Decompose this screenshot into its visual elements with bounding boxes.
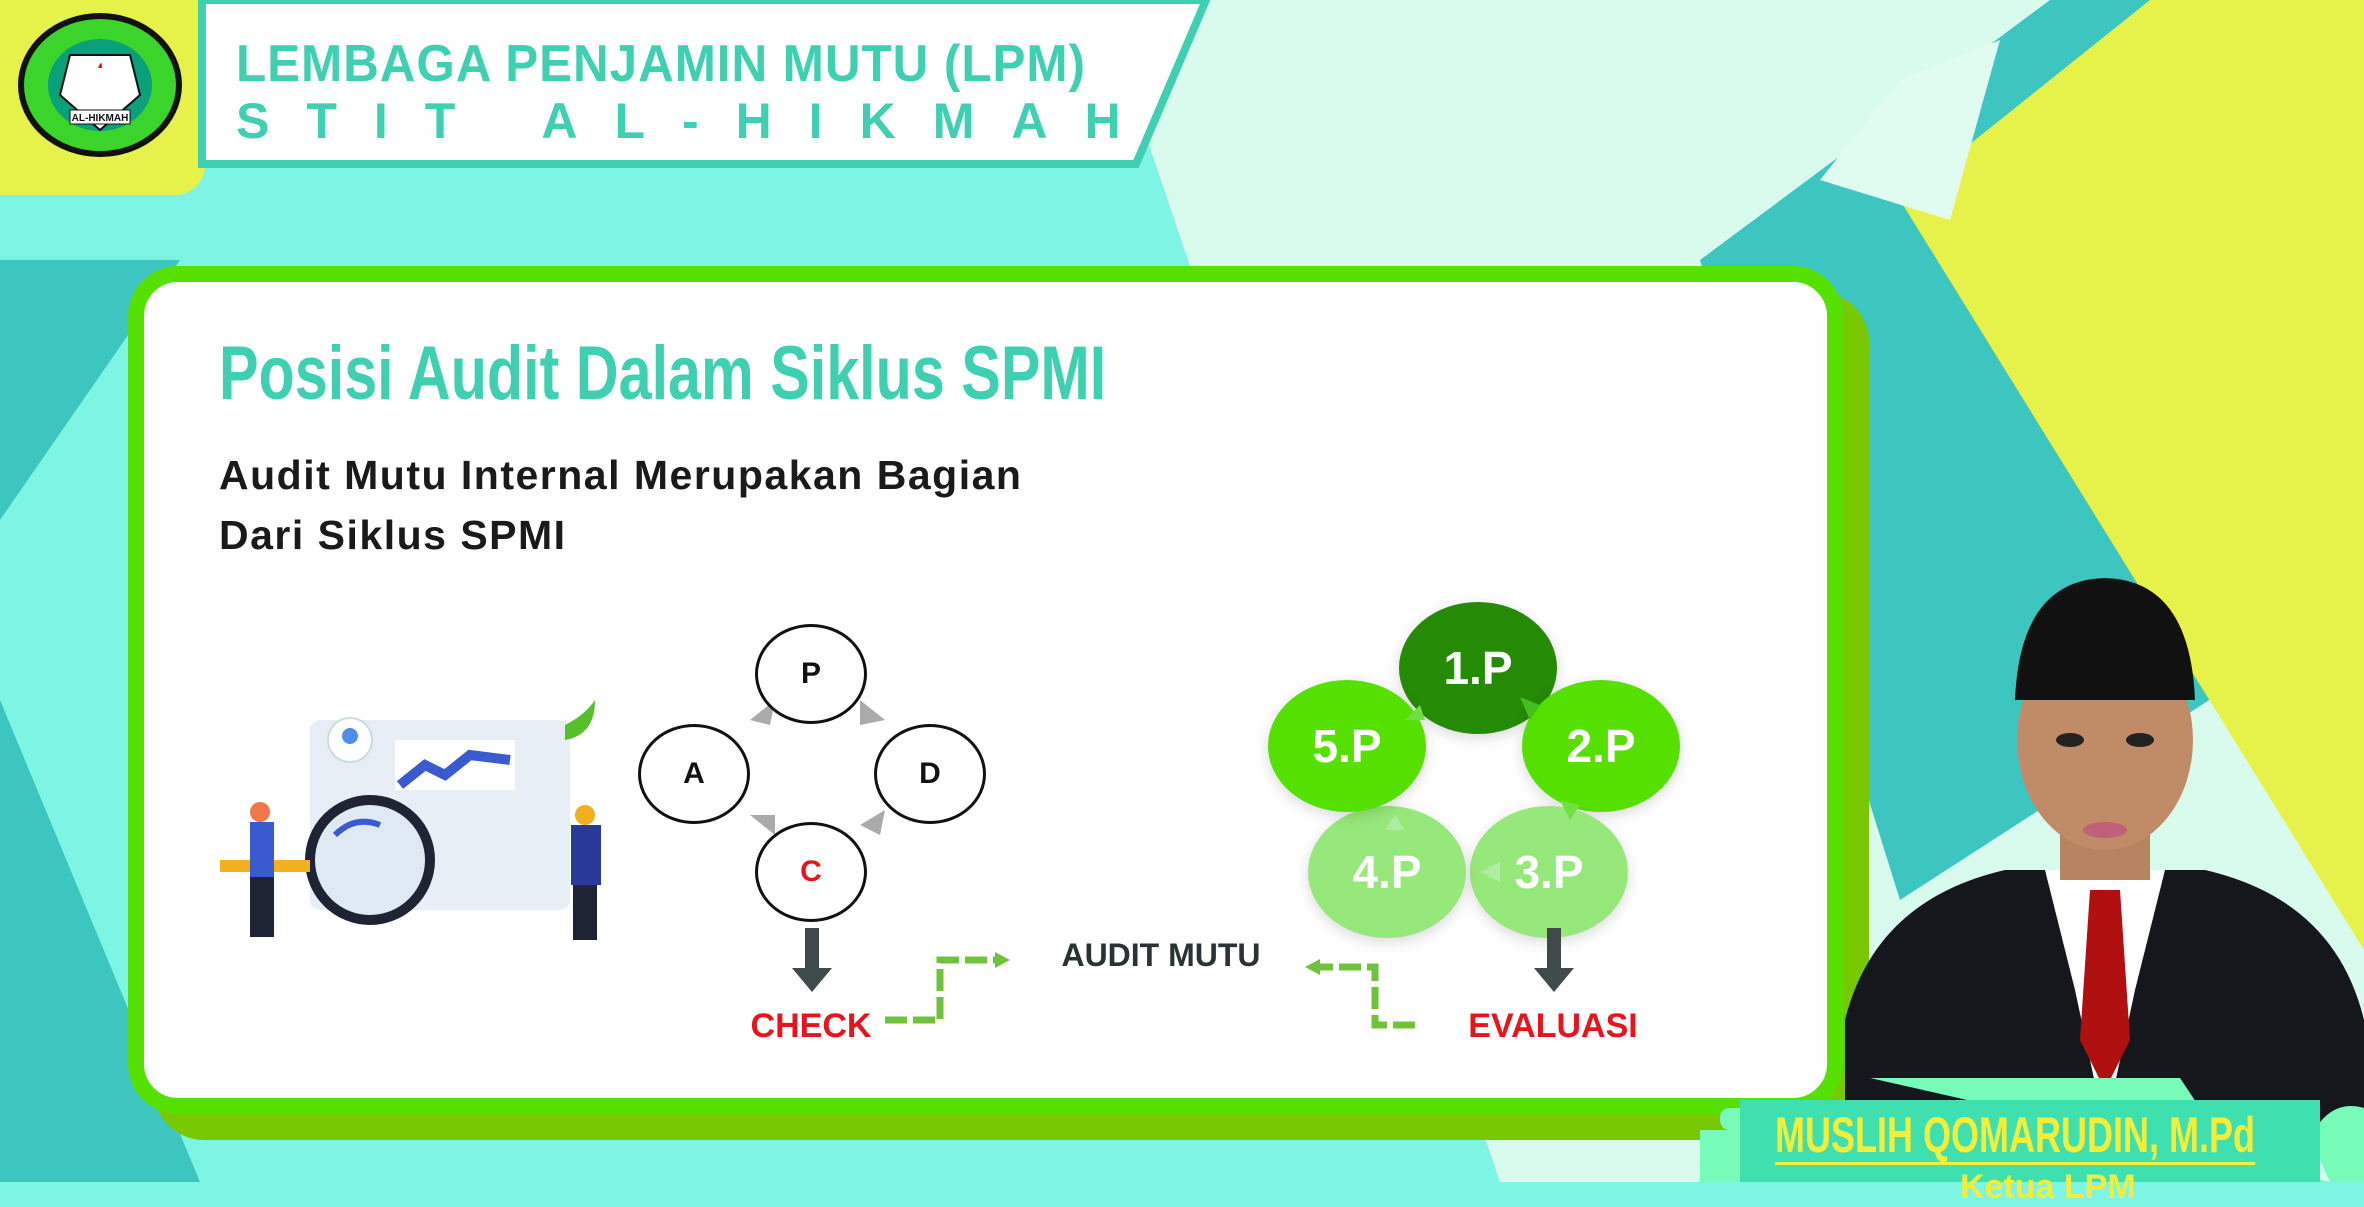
pdca-act: A: [638, 724, 750, 824]
slide-subtitle-line2: Dari Siklus SPMI: [219, 512, 567, 558]
slide-subtitle-line1: Audit Mutu Internal Merupakan Bagian: [219, 452, 1023, 498]
cycle-step-2: 2.P: [1522, 680, 1680, 812]
down-arrow-icon: [1534, 928, 1574, 992]
cycle-step-3: 3.P: [1470, 806, 1628, 938]
presenter-name: MUSLIH QOMARUDIN, M.Pd: [1775, 1107, 2255, 1165]
pdca-check: C: [755, 822, 867, 922]
presenter-role: Ketua LPM: [1960, 1168, 2136, 1206]
cycle-arrows: [1385, 697, 1580, 882]
name-banner: [1700, 1078, 2364, 1182]
presenter-photo: [1845, 578, 2364, 1130]
header-title: LEMBAGA PENJAMIN MUTU (LPM): [236, 35, 1086, 93]
audit-illustration: [220, 700, 601, 940]
pdca-plan: P: [755, 624, 867, 724]
header-banner: [198, 0, 1211, 168]
header-subtitle: STIT AL-HIKMAH: [236, 93, 1158, 149]
check-label: CHECK: [750, 1007, 872, 1045]
svg-text:AL-HIKMAH: AL-HIKMAH: [72, 113, 129, 124]
evaluasi-label: EVALUASI: [1468, 1007, 1638, 1045]
audit-mutu-label: AUDIT MUTU: [1061, 937, 1261, 973]
slide-title: Posisi Audit Dalam Siklus SPMI: [219, 331, 1107, 416]
cycle-step-5: 5.P: [1268, 680, 1426, 812]
institution-logo: AL-HIKMAH: [18, 13, 182, 157]
down-arrow-icon: [792, 928, 832, 992]
pdca-do: D: [874, 724, 986, 824]
connector-arrows: [885, 952, 1415, 1029]
